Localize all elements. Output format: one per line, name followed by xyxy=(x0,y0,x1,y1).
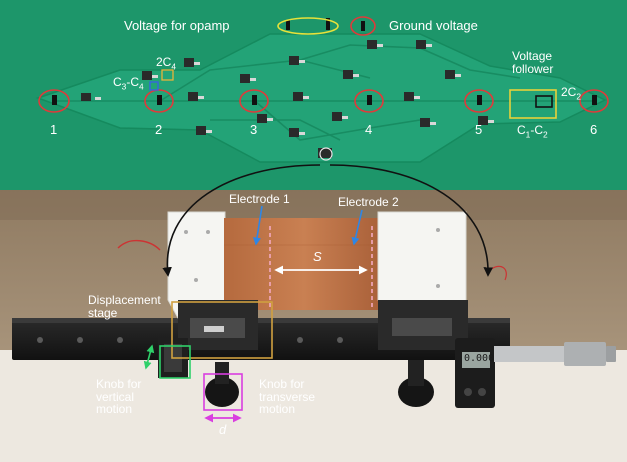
label-2c2: 2C2 xyxy=(561,85,582,102)
ground-voltage-label: Ground voltage xyxy=(389,18,478,33)
spacing-label: S xyxy=(313,249,322,264)
connection-arrow-left xyxy=(162,164,321,277)
node-number-3: 3 xyxy=(250,122,258,137)
pcb-board xyxy=(0,0,627,190)
pcb-components xyxy=(81,40,494,158)
node-number-2: 2 xyxy=(155,122,163,137)
micrometer xyxy=(455,338,616,408)
node-number-4: 4 xyxy=(365,122,373,137)
micrometer-display: 0.000 xyxy=(464,353,495,364)
voltage-follower-box xyxy=(509,89,557,119)
node-number-1: 1 xyxy=(50,122,58,137)
distance-label: d xyxy=(219,422,227,437)
electrode-2-label: Electrode 2 xyxy=(338,195,399,209)
ground-circle xyxy=(350,16,376,36)
label-c3-c4: C3-C4 xyxy=(113,75,144,92)
knob-vertical-label: Knob for vertical motion xyxy=(96,377,142,417)
voltage-for-opamp-label: Voltage for opamp xyxy=(124,18,230,33)
vertical-knob-box xyxy=(159,345,191,379)
transverse-knob-box xyxy=(203,373,243,411)
label-2c4: 2C4 xyxy=(156,55,177,72)
transverse-knob xyxy=(205,362,239,407)
copper-electrode xyxy=(224,218,384,310)
vertical-motion-arrow xyxy=(143,344,155,370)
label-c1-c2: C1-C2 xyxy=(517,123,548,140)
c3c4-box xyxy=(149,81,159,91)
node-4-circle xyxy=(354,89,384,113)
node-2-circle xyxy=(144,89,174,113)
displacement-stage-box xyxy=(171,301,273,359)
electrode-2-arrow xyxy=(351,209,363,246)
displacement-stage-body xyxy=(178,300,258,350)
voltage-follower-label: Voltage follower xyxy=(512,49,554,76)
displacement-stage-label: Displacement stage xyxy=(88,293,161,320)
connection-arrow-right xyxy=(329,164,494,277)
c4-box xyxy=(161,69,174,81)
node-number-6: 6 xyxy=(590,122,598,137)
node-3-circle xyxy=(239,89,269,113)
knob-transverse-label: Knob for transverse motion xyxy=(259,377,316,417)
node-5-circle xyxy=(464,89,494,113)
node-number-5: 5 xyxy=(475,122,483,137)
electrode-1-label: Electrode 1 xyxy=(229,192,290,206)
electrode-1-arrow xyxy=(253,205,263,246)
apparatus-photo xyxy=(0,190,627,462)
c2-box xyxy=(535,95,553,108)
node-6-circle xyxy=(579,89,609,113)
opamp-voltage-ellipse xyxy=(277,17,339,35)
node-1-circle xyxy=(38,89,70,113)
pcb-terminals xyxy=(52,18,597,105)
